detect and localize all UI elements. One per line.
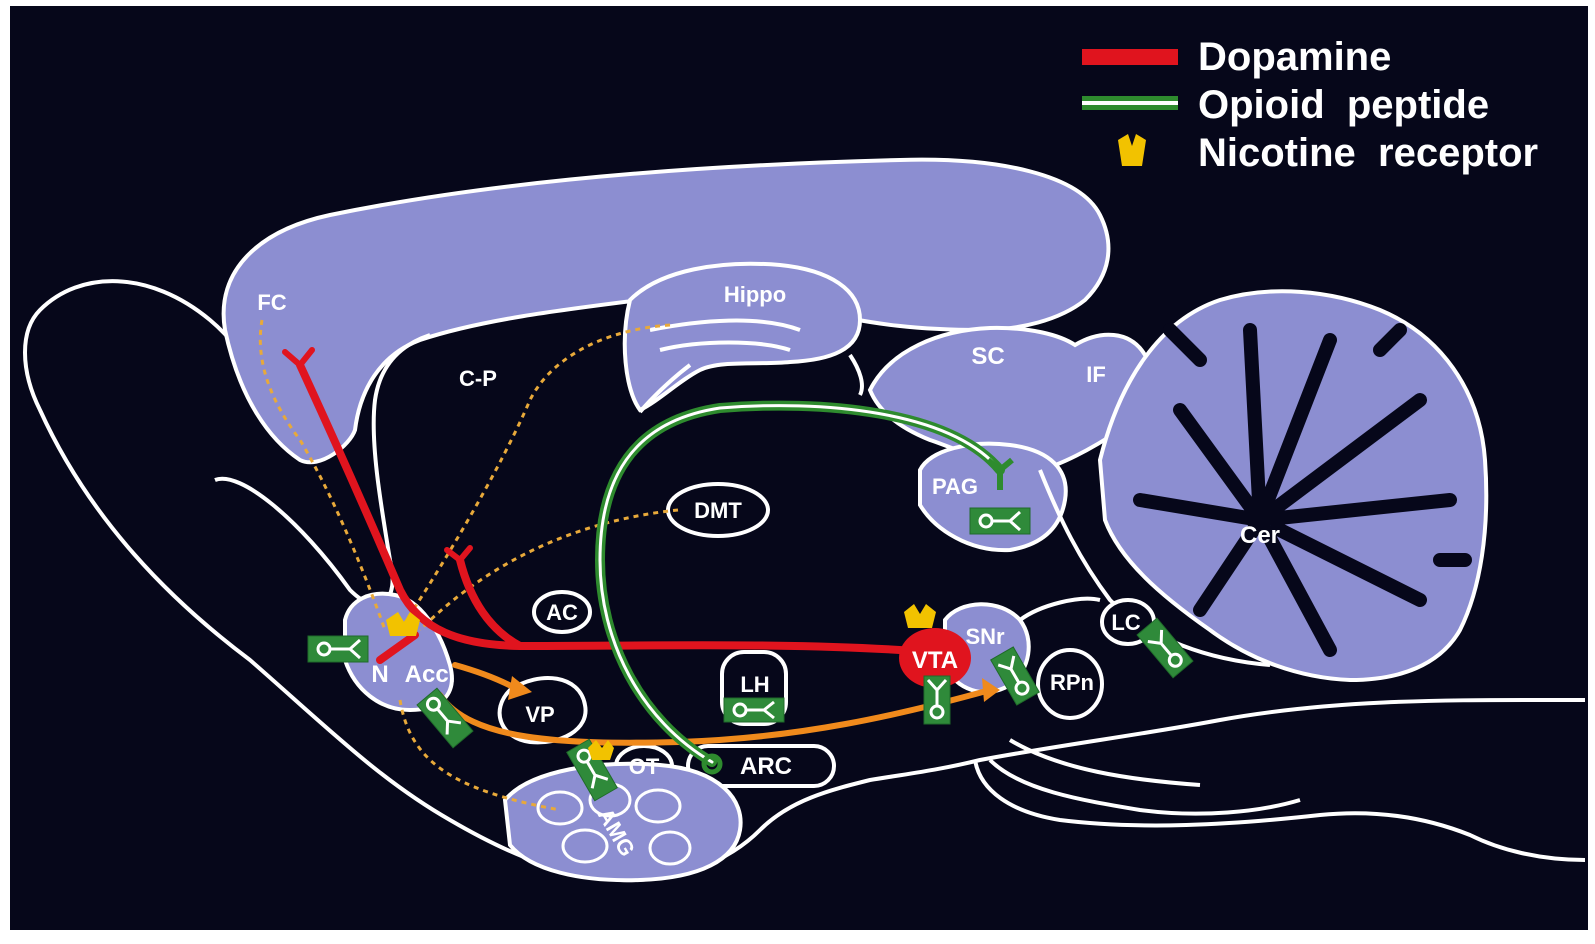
label-snr: SNr: [965, 624, 1005, 649]
label-sc: SC: [971, 343, 1004, 370]
receptor-box-vta: [924, 676, 950, 724]
label-rpn: RPn: [1050, 670, 1094, 695]
label-dmt: DMT: [694, 498, 742, 523]
label-ot: OT: [629, 754, 660, 779]
receptor-box-nacc: [308, 636, 368, 662]
legend-label-dopamine: Dopamine: [1198, 35, 1391, 79]
label-ac: AC: [546, 600, 578, 625]
receptor-box-lh: [724, 698, 784, 722]
label-if: IF: [1086, 362, 1106, 387]
label-fc: FC: [257, 290, 286, 315]
label-lh: LH: [740, 672, 769, 697]
label-hippo: Hippo: [724, 282, 786, 307]
label-cp: C-P: [459, 366, 497, 391]
label-nacc-acc: Acc.: [405, 661, 456, 688]
legend-swatch-dopamine: [1082, 49, 1178, 65]
label-vta: VTA: [912, 647, 958, 674]
legend-swatch-opioid-core: [1082, 101, 1178, 105]
label-vp: VP: [525, 702, 554, 727]
label-lc: LC: [1111, 610, 1140, 635]
label-pag: PAG: [932, 474, 978, 499]
legend-label-opioid: Opioid peptide: [1198, 83, 1489, 127]
label-cer: Cer: [1240, 522, 1280, 549]
label-nacc-n: N: [371, 661, 388, 688]
label-arc: ARC: [740, 753, 792, 780]
receptor-box-pag: [970, 508, 1030, 534]
legend-label-nicotine: Nicotine receptor: [1198, 131, 1538, 175]
